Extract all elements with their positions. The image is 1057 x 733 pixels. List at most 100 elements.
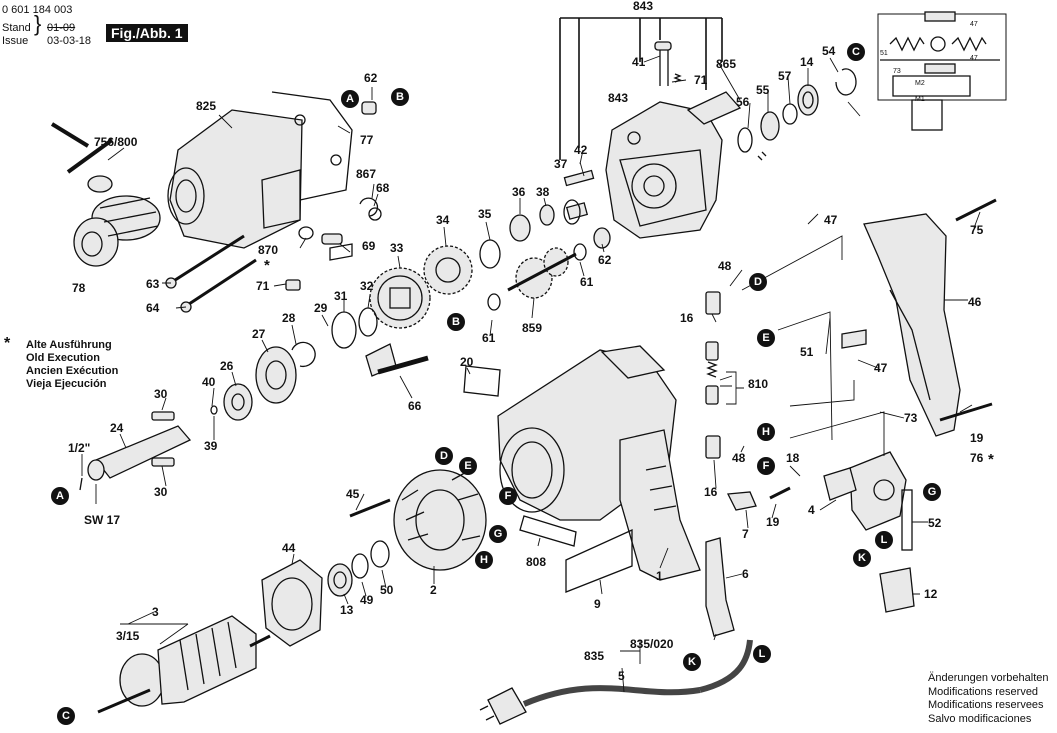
- callout-c-top: C: [847, 43, 865, 61]
- label-870: 870: [258, 243, 278, 257]
- callout-c-armature: C: [57, 707, 75, 725]
- label-48a: 48: [718, 259, 732, 273]
- label-31: 31: [334, 289, 348, 303]
- svg-text:K: K: [858, 552, 866, 564]
- wire-73: 73: [893, 68, 901, 75]
- callout-a-left: A: [51, 487, 69, 505]
- doc-number: 0 601 184 003: [2, 4, 73, 16]
- label-808: 808: [526, 555, 546, 569]
- label-1: 1: [656, 569, 663, 583]
- label-56: 56: [736, 95, 750, 109]
- label-75: 75: [970, 223, 984, 237]
- label-51: 51: [800, 345, 814, 359]
- footer-line-en: Modifications reserved: [928, 685, 1039, 698]
- label-859: 859: [522, 321, 542, 335]
- cord-guard: [705, 537, 735, 637]
- svg-text:D: D: [440, 450, 448, 462]
- power-cord: [479, 639, 753, 725]
- drill-chuck: [73, 175, 161, 267]
- old-date: 01-09: [47, 22, 76, 34]
- gear-housing: [605, 41, 742, 239]
- label-843-top: 843: [633, 0, 653, 13]
- label-32: 32: [360, 279, 374, 293]
- label-42: 42: [574, 143, 588, 157]
- misc-parts-right: [726, 329, 915, 613]
- svg-text:G: G: [928, 486, 937, 498]
- svg-text:A: A: [56, 490, 64, 502]
- label-865: 865: [716, 57, 736, 71]
- label-71b: 71: [256, 279, 270, 293]
- label-843: 843: [608, 91, 628, 105]
- label-867: 867: [356, 167, 376, 181]
- label-73: 73: [904, 411, 918, 425]
- switch-4: [823, 451, 907, 531]
- label-71a: 71: [694, 73, 708, 87]
- label-62b: 62: [598, 253, 612, 267]
- svg-text:G: G: [494, 528, 503, 540]
- label-64: 64: [146, 301, 160, 315]
- label-3-15: 3/15: [116, 629, 140, 643]
- star-marker: *: [4, 335, 11, 352]
- leader-lines: [81, 55, 981, 693]
- label-19b: 19: [766, 515, 780, 529]
- callout-d-right: D: [749, 273, 767, 291]
- stator-field: [393, 469, 487, 571]
- svg-text:C: C: [852, 46, 860, 58]
- svg-text:L: L: [881, 534, 888, 546]
- callout-h-right: H: [757, 423, 775, 441]
- svg-text:E: E: [762, 332, 769, 344]
- note-line-en: Old Execution: [26, 352, 100, 364]
- label-49: 49: [360, 593, 374, 607]
- label-16b: 16: [704, 485, 718, 499]
- bracket-843: [559, 17, 723, 160]
- note-line-es: Vieja Ejecución: [26, 378, 107, 390]
- label-61b: 61: [482, 331, 496, 345]
- label-7: 7: [742, 527, 749, 541]
- star-76: *: [988, 451, 994, 468]
- label-52: 52: [928, 516, 942, 530]
- label-14: 14: [800, 55, 814, 69]
- gear-shaft-859: [487, 227, 611, 311]
- label-28: 28: [282, 311, 296, 325]
- long-bolts: [165, 234, 257, 313]
- wiring-schematic: 47 47 51 73 M2 M1: [877, 11, 1007, 131]
- svg-text:E: E: [464, 460, 471, 472]
- callout-f-field: F: [499, 487, 517, 505]
- chuck-key: [50, 122, 114, 174]
- label-half-inch: 1/2": [68, 441, 90, 455]
- label-27: 27: [252, 327, 266, 341]
- wire-m1: M1: [915, 96, 925, 103]
- label-37: 37: [554, 157, 568, 171]
- gear-34: [423, 245, 473, 295]
- callout-h-field: H: [475, 551, 493, 569]
- label-835-020: 835/020: [630, 637, 674, 651]
- carbon-brushes: [705, 291, 721, 459]
- label-45: 45: [346, 487, 360, 501]
- callout-k-cord: K: [683, 653, 701, 671]
- svg-text:H: H: [762, 426, 770, 438]
- label-47a: 47: [824, 213, 838, 227]
- svg-text:F: F: [505, 490, 512, 502]
- label-33: 33: [390, 241, 404, 255]
- label-9: 9: [594, 597, 601, 611]
- label-29: 29: [314, 301, 328, 315]
- label-41: 41: [632, 55, 646, 69]
- svg-text:B: B: [396, 91, 404, 103]
- label-38: 38: [536, 185, 550, 199]
- svg-text:B: B: [452, 316, 460, 328]
- svg-text:H: H: [480, 554, 488, 566]
- part-labels: 843 41 71 865 843 37 42 54 14 57 55 56 8…: [68, 0, 994, 683]
- label-12: 12: [924, 587, 938, 601]
- callout-a-top: A: [341, 90, 359, 108]
- svg-text:F: F: [763, 460, 770, 472]
- label-825: 825: [196, 99, 216, 113]
- label-39: 39: [204, 439, 218, 453]
- gear-33: [369, 267, 431, 329]
- label-78: 78: [72, 281, 86, 295]
- label-19a: 19: [970, 431, 984, 445]
- label-35: 35: [478, 207, 492, 221]
- callout-g-field: G: [489, 525, 507, 543]
- label-77: 77: [360, 133, 374, 147]
- rings-13-49-50: [327, 540, 390, 597]
